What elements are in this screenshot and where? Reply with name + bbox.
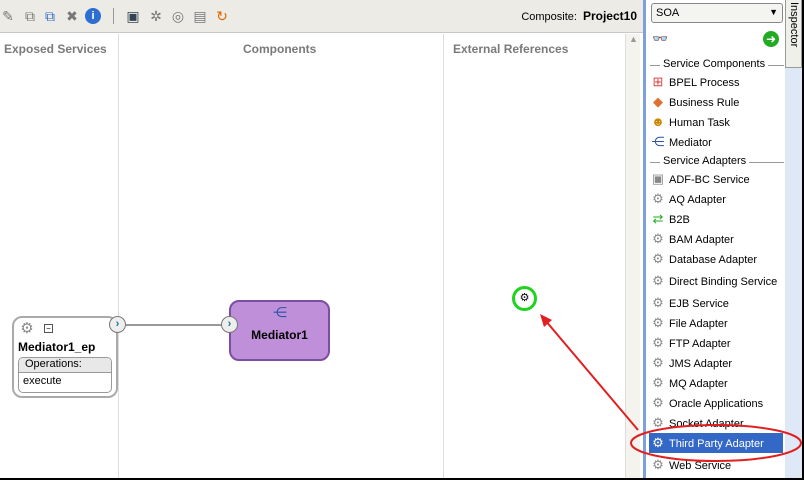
collapse-icon[interactable]: − xyxy=(44,324,53,333)
mediator-icon: ⋲ xyxy=(273,304,287,320)
palette-item-mq-adapter[interactable]: ⚙MQ Adapter xyxy=(649,373,783,393)
mediator-icon: ⋲ xyxy=(651,134,665,149)
human-task-icon: ☻ xyxy=(651,114,665,129)
operations-header: Operations: xyxy=(19,358,111,373)
gear-icon: ⚙ xyxy=(652,191,664,206)
chevron-down-icon: ▼ xyxy=(769,7,778,17)
refresh-icon[interactable]: ↻ xyxy=(216,8,228,24)
database-icon[interactable]: ◎ xyxy=(171,8,185,24)
exposed-services-column: Exposed Services xyxy=(0,34,119,478)
palette-item-aq-adapter[interactable]: ⚙AQ Adapter xyxy=(649,189,783,209)
business-rule-icon: ◆ xyxy=(653,94,663,109)
go-icon[interactable]: ➜ xyxy=(763,31,779,47)
inspector-sidebar: Inspector xyxy=(785,0,802,478)
palette-item-ftp-adapter[interactable]: ⚙FTP Adapter xyxy=(649,333,783,353)
palette-item-direct-binding-service[interactable]: ⚙Direct Binding Service xyxy=(649,271,783,291)
component-palette: SOA ▼ 👓 ➜ Service Components ⊞BPEL Proces… xyxy=(643,0,785,478)
column-header: Exposed Services xyxy=(4,42,107,56)
operation[interactable]: execute xyxy=(23,375,62,387)
component-mediator1[interactable]: ⋲ Mediator1 xyxy=(229,300,330,361)
search-icon[interactable]: 👓 xyxy=(652,31,669,46)
gear-icon: ⚙ xyxy=(652,395,664,410)
palette-item-business-rule[interactable]: ◆Business Rule xyxy=(649,92,783,112)
composite-canvas[interactable]: Exposed Services Components External Ref… xyxy=(0,34,625,478)
palette-selector[interactable]: SOA ▼ xyxy=(651,3,783,23)
tree-icon[interactable]: ✲ xyxy=(150,8,162,24)
column-header: External References xyxy=(453,42,569,56)
palette-item-b2b[interactable]: ⇄B2B xyxy=(649,209,783,229)
palette-item-mediator[interactable]: ⋲Mediator xyxy=(649,132,783,152)
palette-item-web-service[interactable]: ⚙Web Service xyxy=(649,455,783,475)
gear-icon: ⚙ xyxy=(652,457,664,472)
operations-box: Operations: execute xyxy=(18,357,112,393)
composite-info: Composite: Project10 xyxy=(521,9,637,23)
gear-icon: ⚙ xyxy=(652,295,664,310)
info-icon[interactable]: i xyxy=(85,8,101,24)
bpel-icon: ⊞ xyxy=(652,74,664,89)
section-service-adapters: Service Adapters xyxy=(646,155,785,169)
palette-item-adf-bc-service[interactable]: ▣ADF-BC Service xyxy=(649,169,783,189)
external-references-column: External References xyxy=(444,34,625,478)
service-port-icon[interactable]: › xyxy=(109,316,126,333)
palette-item-file-adapter[interactable]: ⚙File Adapter xyxy=(649,313,783,333)
third-party-adapter-drop-icon: ⚙ xyxy=(512,286,537,311)
adf-bc-icon: ▣ xyxy=(651,171,665,186)
components-column: Components xyxy=(119,34,444,478)
gear-icon: ⚙ xyxy=(652,375,664,390)
deploy-icon[interactable]: ▤ xyxy=(193,8,207,24)
pencil-icon[interactable]: ✎ xyxy=(2,8,14,24)
section-service-components: Service Components xyxy=(646,58,785,72)
composite-label: Composite: xyxy=(521,11,577,23)
gear-icon: ⚙ xyxy=(652,415,664,430)
third-party-adapter-icon: ⚙ xyxy=(652,435,664,450)
composite-name: Project10 xyxy=(582,9,637,23)
component-name: Mediator1 xyxy=(251,328,308,342)
palette-item-human-task[interactable]: ☻Human Task xyxy=(649,112,783,132)
gear-icon: ⚙ xyxy=(652,315,664,330)
service-mediator1-ep[interactable]: ⚙ − Mediator1_ep Operations: execute xyxy=(12,316,118,398)
service-name: Mediator1_ep xyxy=(18,340,96,354)
palette-selected: SOA xyxy=(656,7,680,19)
scroll-up-icon[interactable]: ▲ xyxy=(629,34,638,44)
palette-item-database-adapter[interactable]: ⚙Database Adapter xyxy=(649,249,783,269)
duplicate-icon[interactable]: ⧉ xyxy=(45,8,55,24)
palette-item-ejb-service[interactable]: ⚙EJB Service xyxy=(649,293,783,313)
inspector-tab[interactable]: Inspector xyxy=(785,0,802,68)
wire[interactable] xyxy=(126,324,222,326)
palette-item-oracle-applications[interactable]: ⚙Oracle Applications xyxy=(649,393,783,413)
palette-item-bam-adapter[interactable]: ⚙BAM Adapter xyxy=(649,229,783,249)
palette-item-socket-adapter[interactable]: ⚙Socket Adapter xyxy=(649,413,783,433)
palette-item-bpel-process[interactable]: ⊞BPEL Process xyxy=(649,72,783,92)
vertical-scrollbar[interactable]: ▲ xyxy=(625,34,640,478)
palette-item-jms-adapter[interactable]: ⚙JMS Adapter xyxy=(649,353,783,373)
column-header: Components xyxy=(243,42,317,56)
gear-icon: ⚙ xyxy=(652,251,664,266)
palette-item-third-party-adapter[interactable]: ⚙Third Party Adapter xyxy=(649,433,783,453)
b2b-icon: ⇄ xyxy=(652,211,664,226)
toolbar: ✎ ⧉ ⧉ ✖ i ▣ ✲ ◎ ▤ ↻ Composite: Project10 xyxy=(0,0,643,33)
gear-icon: ⚙ xyxy=(652,273,664,288)
toolbar-separator xyxy=(113,8,114,24)
delete-icon[interactable]: ✖ xyxy=(66,8,78,24)
gear-icon: ⚙ xyxy=(652,355,664,370)
copy-icon[interactable]: ⧉ xyxy=(25,8,35,24)
gear-icon: ⚙ xyxy=(652,231,664,246)
gear-icon: ⚙ xyxy=(20,320,34,337)
gear-icon: ⚙ xyxy=(652,335,664,350)
component-port-icon[interactable]: › xyxy=(221,316,238,333)
adapter-icon[interactable]: ▣ xyxy=(126,8,140,24)
